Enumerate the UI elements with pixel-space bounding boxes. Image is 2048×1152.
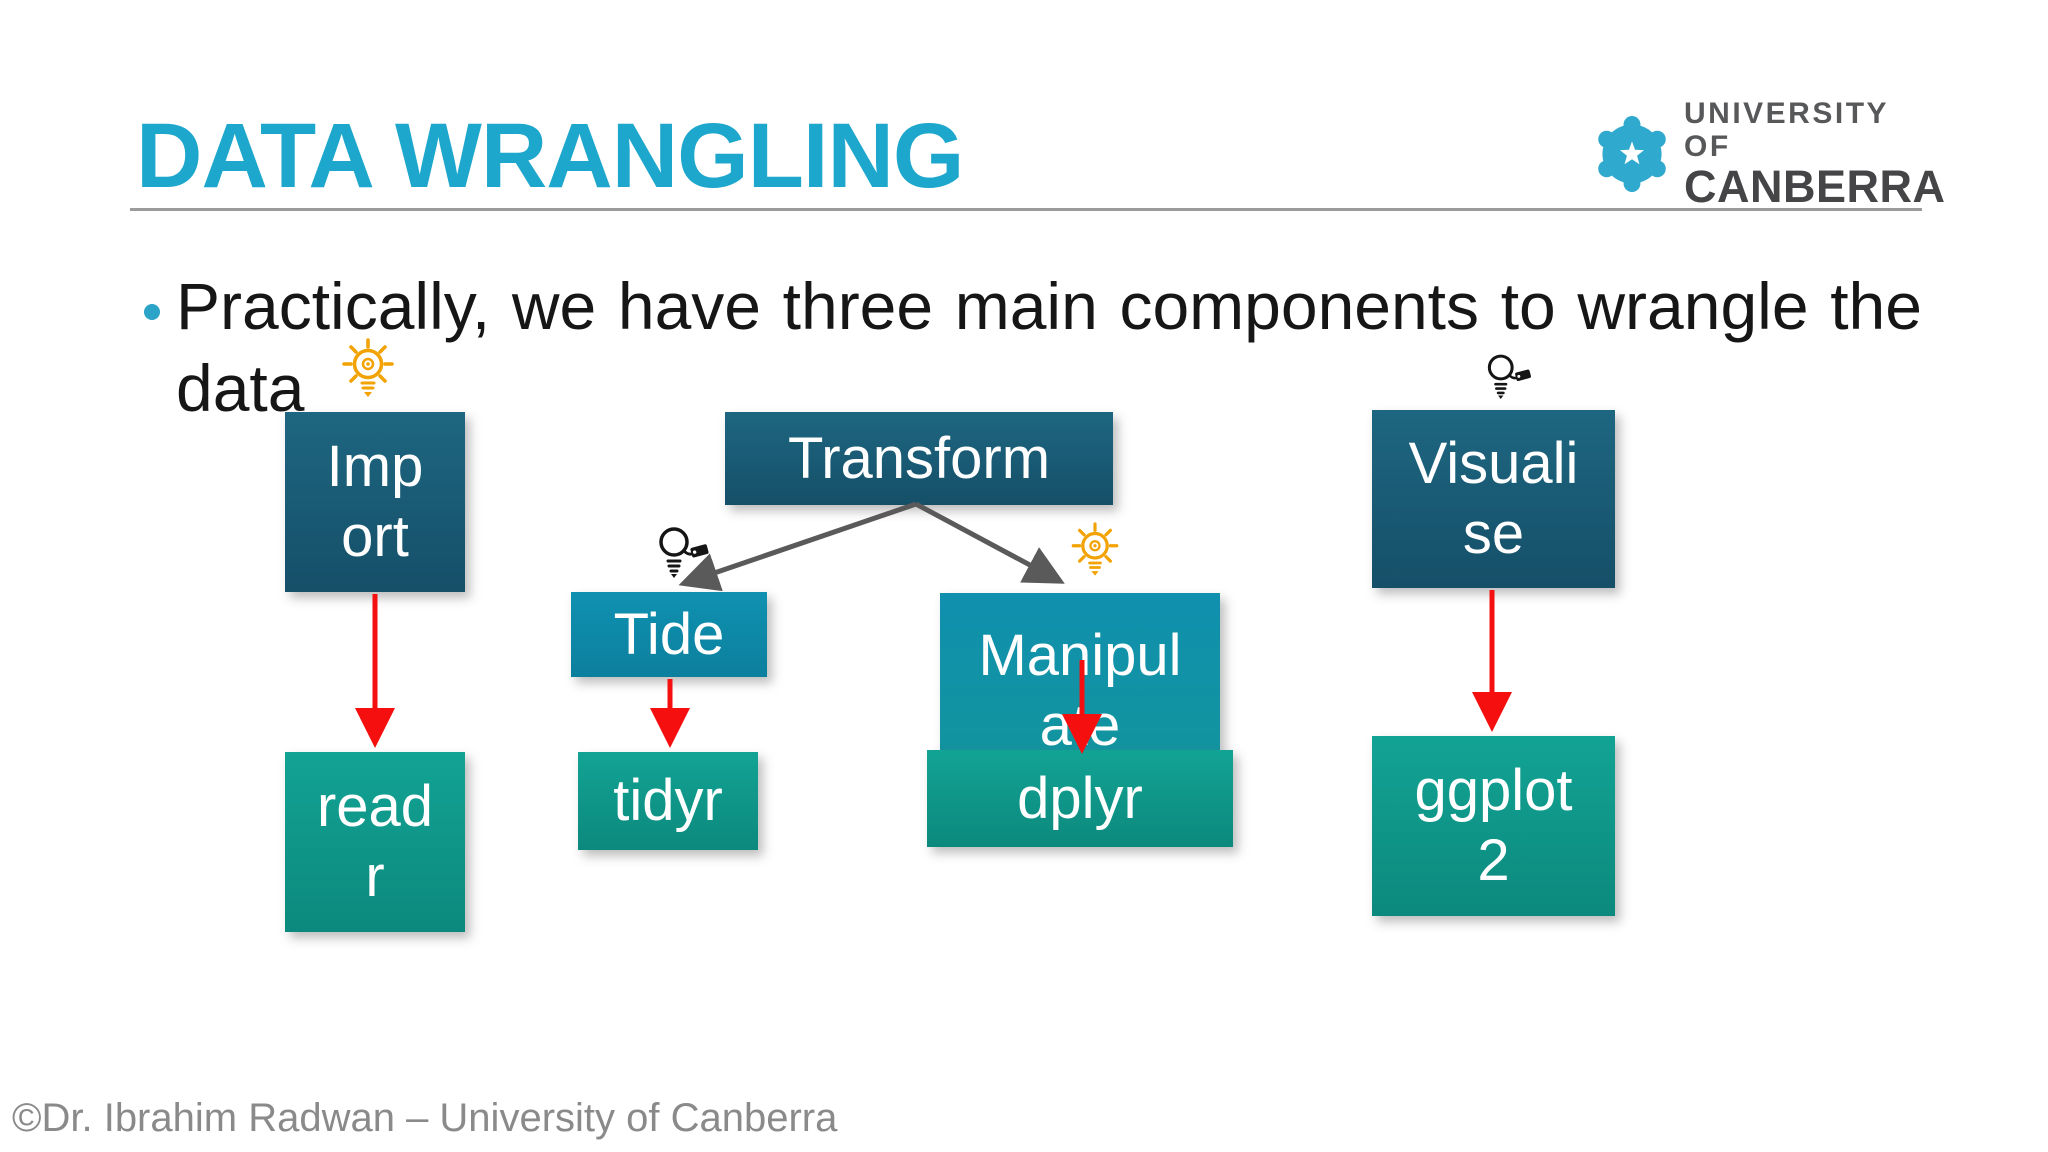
box-transform: Transform: [725, 412, 1113, 505]
bullet-word: have: [617, 269, 761, 343]
box-tide: Tide: [571, 592, 767, 677]
footer-credit: ©Dr. Ibrahim Radwan – University of Canb…: [12, 1096, 838, 1140]
logo-line-canberra: CANBERRA: [1684, 161, 1946, 213]
bullet-text-line2: data: [176, 351, 305, 425]
box-tidyr: tidyr: [578, 752, 758, 850]
bullet-word: components: [1119, 269, 1480, 343]
bullet-word: Practically,: [176, 269, 491, 343]
uc-snowflake-icon: [1594, 116, 1670, 192]
lightbulb-tag-icon: [1487, 354, 1531, 399]
arrow-transform-to-tide: [678, 501, 917, 592]
lightbulb-gear-icon: [1071, 522, 1119, 576]
bullet-word: wrangle: [1577, 269, 1809, 343]
logo-text: UNIVERSITY OF CANBERRA: [1684, 97, 1946, 210]
bullet-word: main: [954, 269, 1098, 343]
lightbulb-tag-icon: [659, 527, 709, 578]
title-underline: [130, 208, 1922, 211]
university-logo: UNIVERSITY OF CANBERRA: [1594, 97, 1945, 211]
box-tidyr-label: tidyr: [613, 768, 723, 834]
logo-line-university-of: UNIVERSITY OF: [1684, 97, 1889, 164]
bullet-word: we: [511, 269, 597, 343]
bullet-word: the: [1830, 269, 1922, 343]
bullet-word: three: [782, 269, 934, 343]
page-title: DATA WRANGLING: [136, 105, 964, 207]
box-dplyr-label: dplyr: [1017, 765, 1143, 831]
bullet-dot: [144, 304, 160, 320]
arrow-transform-to-manipulate: [914, 501, 1065, 584]
lightbulb-gear-icon: [342, 338, 394, 397]
bullet-word: to: [1500, 269, 1556, 343]
box-transform-label: Transform: [787, 425, 1051, 491]
box-tide-label: Tide: [613, 601, 725, 667]
box-dplyr: dplyr: [927, 750, 1233, 847]
